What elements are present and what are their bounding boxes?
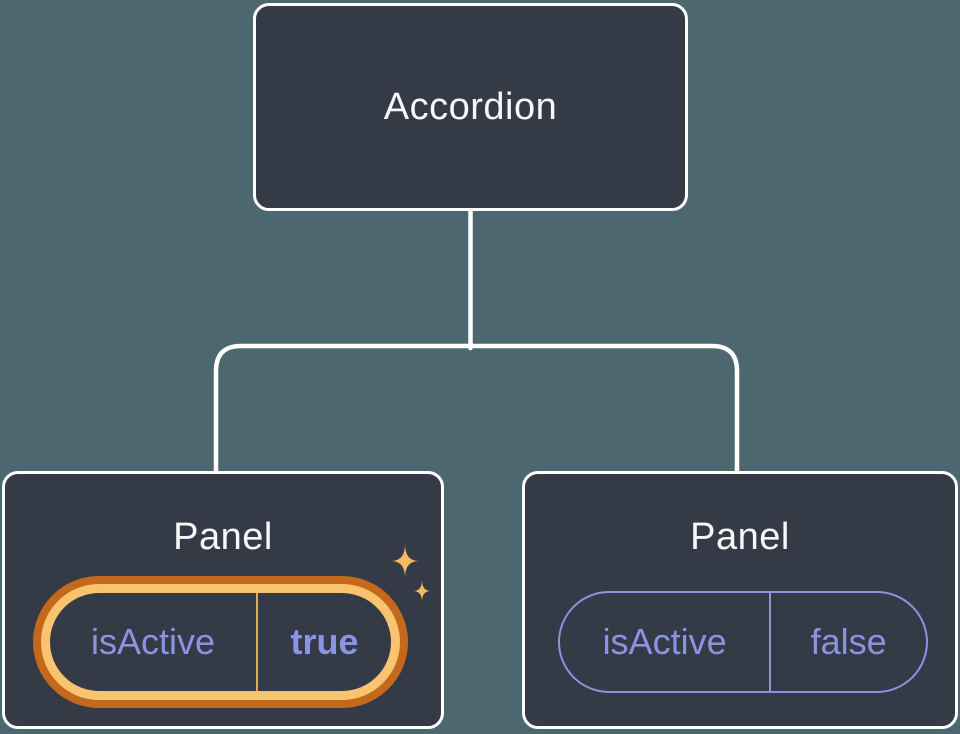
state-highlight-ring-outer: isActive true [33, 576, 408, 708]
state-prop-name: isActive [50, 593, 258, 691]
state-prop-name: isActive [560, 593, 772, 691]
state-highlight-ring-inner: isActive true [41, 584, 400, 700]
accordion-label: Accordion [383, 85, 558, 128]
state-prop-value: true [290, 621, 359, 662]
panel-title: Panel [690, 516, 790, 558]
accordion-node: Accordion [253, 3, 688, 211]
state-pill-inactive: isActive false [558, 591, 928, 693]
panel-node-inactive: Panel isActive false [522, 471, 958, 729]
state-prop-value: false [810, 621, 887, 662]
connector-branch [213, 343, 740, 476]
panel-title: Panel [173, 516, 273, 558]
state-pill-active: isActive true [50, 593, 391, 691]
panel-node-active: Panel isActive true [2, 471, 444, 729]
